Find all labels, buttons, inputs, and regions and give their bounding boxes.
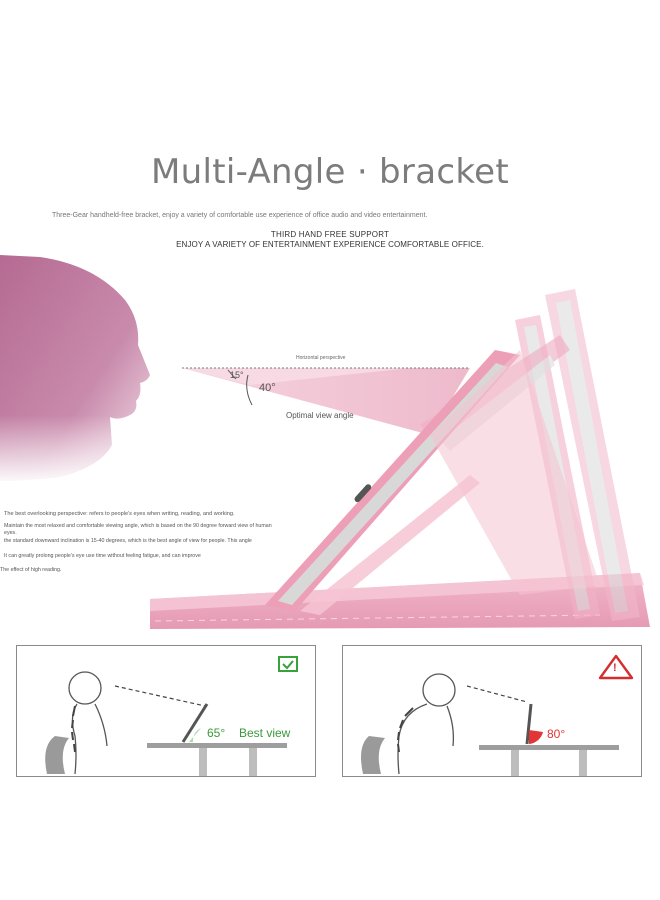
chair-icon <box>361 736 385 774</box>
warning-icon <box>598 654 634 680</box>
subtitle: Three-Gear handheld-free bracket, enjoy … <box>52 212 428 219</box>
optimal-view-label: Optimal view angle <box>286 411 354 420</box>
tablet-angles-illustration <box>0 255 650 629</box>
view-angle-wedge <box>182 368 470 435</box>
panel-bad-posture: ! 80° <box>342 645 642 777</box>
angle-40-label: 40° <box>259 382 276 394</box>
good-angle-label: 65° <box>207 726 226 740</box>
head-silhouette <box>0 255 170 485</box>
panel-good-posture: 65° Best view <box>16 645 316 777</box>
check-icon <box>278 656 298 672</box>
desc-line-3: the standard downward inclination is 15-… <box>4 538 252 544</box>
bad-angle-label: 80° <box>547 727 566 741</box>
good-posture-figure <box>45 671 287 776</box>
warning-glyph: ! <box>613 662 617 674</box>
desc-line-4: It can greatly prolong people's eye use … <box>4 553 201 559</box>
tablet-ghost-3 <box>545 289 640 621</box>
bad-posture-figure <box>361 673 619 776</box>
desc-line-1: The best overlooking perspective: refers… <box>4 511 235 517</box>
stand-prop <box>300 475 480 615</box>
page-title: Multi-Angle · bracket <box>151 152 509 192</box>
best-view-label: Best view <box>239 726 291 740</box>
desc-line-5: The effect of high reading. <box>0 567 62 573</box>
desc-line-2b: eyes. <box>4 530 17 536</box>
tablet-main <box>265 350 600 611</box>
chair-icon <box>45 736 69 774</box>
caps-heading-1: THIRD HAND FREE SUPPORT <box>270 230 390 239</box>
caps-heading-2: ENJOY A VARIETY OF ENTERTAINMENT EXPERIE… <box>176 240 484 249</box>
desc-line-2a: Maintain the most relaxed and comfortabl… <box>4 523 272 529</box>
horizontal-perspective-label: Horizontal perspective <box>296 355 346 361</box>
angle-15-label: 15° <box>230 370 244 380</box>
